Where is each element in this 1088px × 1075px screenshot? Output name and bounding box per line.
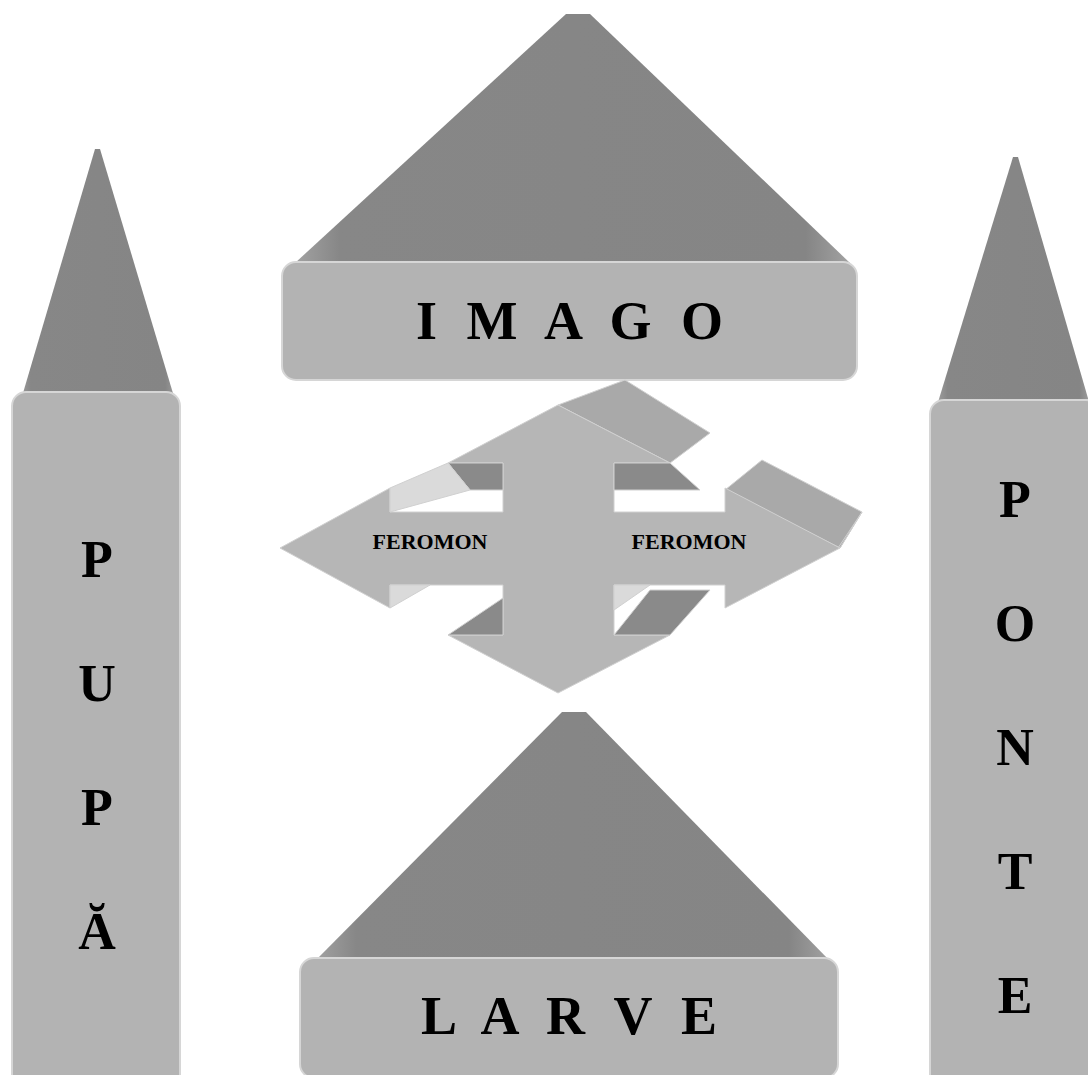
pheromone-cross: FEROMON FEROMON <box>276 376 868 698</box>
arrow-facet <box>390 585 430 608</box>
stage-label: L A R V E <box>300 958 838 1075</box>
arrow-facet <box>838 512 862 548</box>
label-box <box>12 392 180 1075</box>
arrow-facet <box>448 598 503 635</box>
arrow-facet <box>390 463 470 512</box>
arrow-facet <box>614 463 700 490</box>
stage-pillar: P U P Ă <box>10 146 184 1075</box>
arrow-label: FEROMON <box>355 522 505 562</box>
label-box <box>930 400 1088 1075</box>
stage-label: P O N T E <box>982 438 1048 1058</box>
stage-label: I M A G O <box>282 262 857 380</box>
node-outline <box>276 376 868 698</box>
roof-triangle <box>18 149 178 410</box>
arrow-label: FEROMON <box>614 522 764 562</box>
arrow-facet <box>614 590 710 635</box>
roof-triangle <box>315 712 830 961</box>
stage-pillar: P O N T E <box>926 154 1088 1075</box>
stage-pyramid: I M A G O <box>280 10 860 384</box>
label-box <box>282 262 857 380</box>
roof-triangle <box>935 157 1088 412</box>
roof-triangle <box>295 14 850 263</box>
stage-label: P U P Ă <box>64 498 130 994</box>
arrow-facet <box>280 405 840 693</box>
stage-pyramid: L A R V E <box>296 708 842 1075</box>
label-box <box>300 958 838 1075</box>
